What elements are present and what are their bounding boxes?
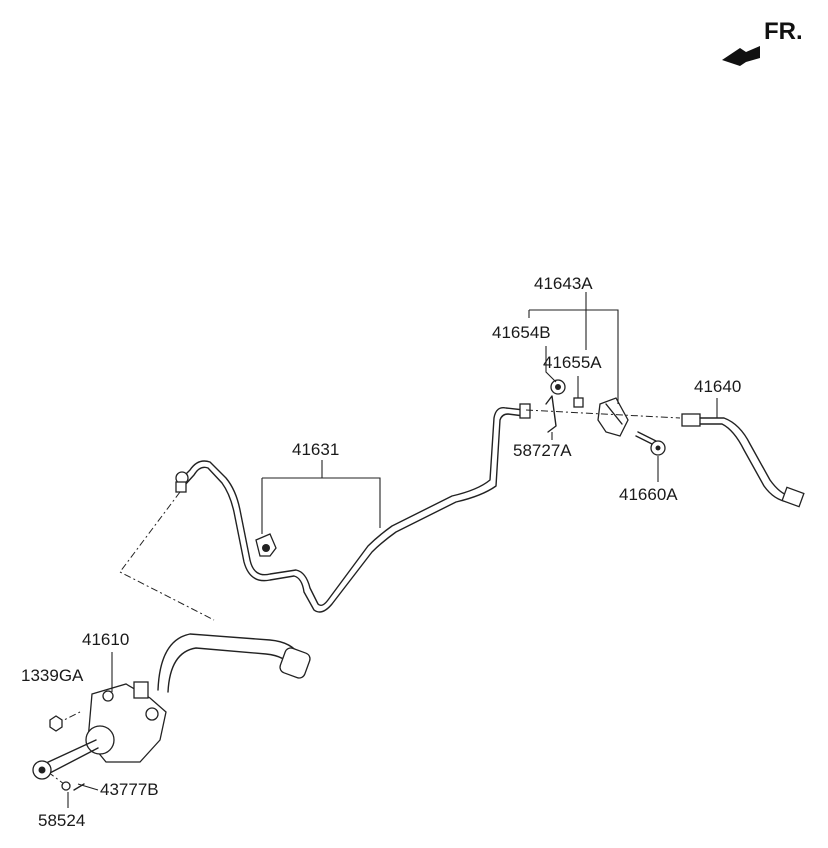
- label-43777B: 43777B: [100, 780, 159, 799]
- label-41610: 41610: [82, 630, 130, 649]
- bracket-41643A: [545, 379, 629, 437]
- clutch-hose-41640: [681, 413, 805, 508]
- front-direction-arrow-icon: [722, 46, 760, 66]
- bolt-41660A: [635, 431, 666, 456]
- label-41631: 41631: [292, 440, 340, 459]
- label-58727A: 58727A: [513, 441, 572, 460]
- label-41640: 41640: [694, 377, 742, 396]
- clutch-tube-41631: [175, 403, 531, 613]
- label-41655A: 41655A: [543, 353, 602, 372]
- label-41660A: 41660A: [619, 485, 678, 504]
- label-1339GA: 1339GA: [21, 666, 84, 685]
- washer-58524: [61, 781, 71, 791]
- master-cylinder-41610: [32, 633, 311, 780]
- leader-lines: [67, 292, 718, 808]
- front-direction-label: FR.: [764, 18, 803, 45]
- nut-1339GA: [49, 715, 63, 732]
- label-58524: 58524: [38, 811, 86, 830]
- label-41643A: 41643A: [534, 274, 593, 293]
- label-41654B: 41654B: [492, 323, 551, 342]
